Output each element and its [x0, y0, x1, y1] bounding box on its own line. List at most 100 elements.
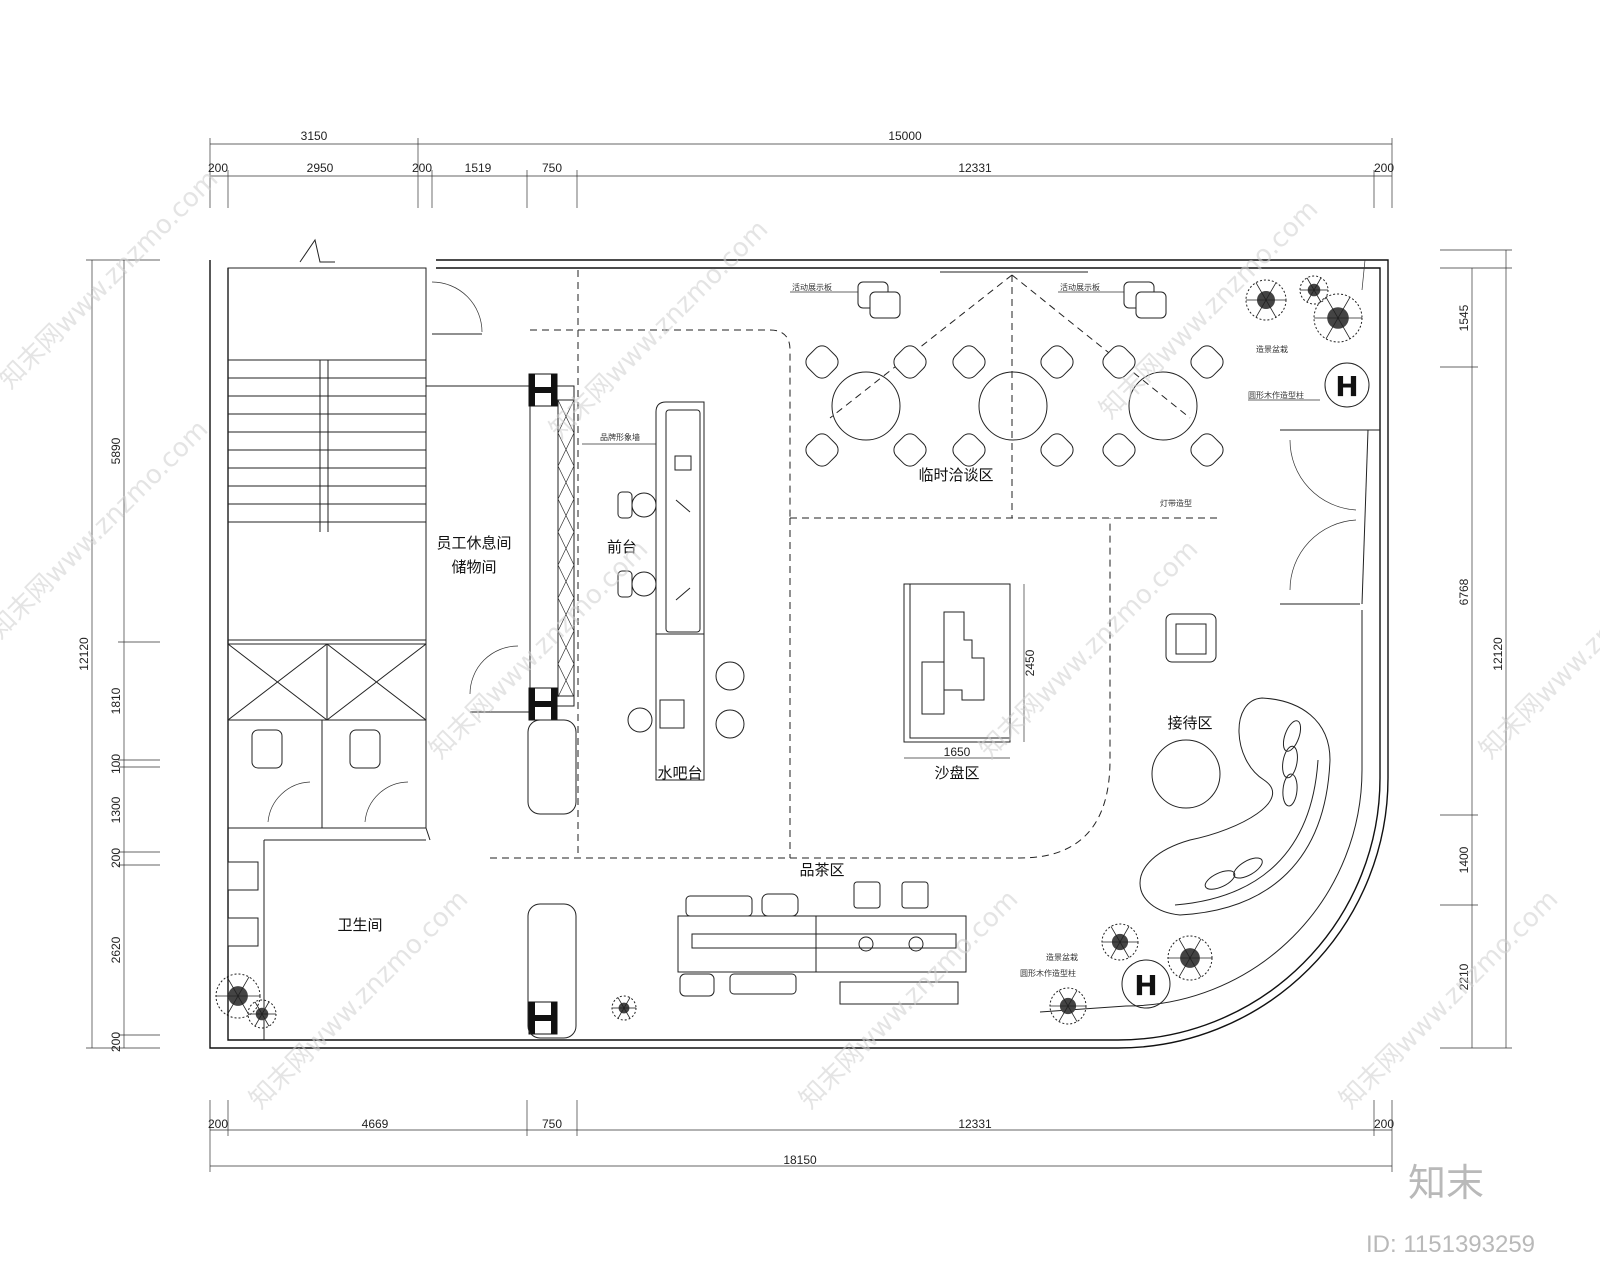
dim-left-5: 200	[109, 848, 123, 868]
dim-left-6: 2620	[109, 936, 123, 963]
sink-icon	[227, 917, 259, 947]
chair-icon	[952, 433, 986, 467]
label-sandtable: 沙盘区	[934, 764, 979, 782]
note-ad-board-1: 活动展示板	[792, 282, 832, 292]
chair-icon	[805, 345, 839, 379]
stool-icon	[853, 881, 881, 909]
logo-column	[1324, 362, 1370, 408]
chair-icon	[1190, 433, 1224, 467]
dim-top-inner-2: 2950	[307, 161, 334, 175]
structural-columns	[528, 373, 558, 1035]
plant-icon	[1101, 923, 1139, 961]
front-desk-counter	[582, 401, 745, 781]
note-curved-wall-1: 圆形木作造型柱	[1248, 390, 1304, 400]
chair-icon	[893, 345, 927, 379]
dim-right-4: 2210	[1457, 963, 1471, 990]
chair-icon	[729, 973, 797, 995]
dim-top-inner-5: 750	[542, 161, 562, 175]
logo-column	[1121, 959, 1171, 1009]
chair-icon	[679, 973, 715, 997]
label-restroom: 卫生间	[337, 916, 382, 934]
chair-icon	[893, 433, 927, 467]
note-curved-wall-2: 圆形木作造型柱	[1020, 968, 1076, 978]
elevator-shaft	[227, 643, 427, 721]
monitor-icon	[674, 455, 692, 471]
chair-icon	[1040, 433, 1074, 467]
dim-left-2: 1810	[109, 687, 123, 714]
chair-icon	[631, 571, 657, 597]
toilet-icon	[349, 729, 381, 769]
dim-left-1: 5890	[109, 437, 123, 464]
outer-walls	[209, 238, 1389, 1049]
dim-left-total: 12120	[77, 637, 91, 671]
plant-icon	[1167, 935, 1213, 981]
dim-top-inner-3: 200	[412, 161, 432, 175]
column-mark-icon: H	[1134, 969, 1157, 1002]
dim-bottom-3: 750	[542, 1117, 562, 1131]
staircase	[227, 267, 427, 641]
round-table	[805, 345, 927, 467]
armchair-icon	[1165, 613, 1217, 663]
chair-icon	[761, 893, 799, 917]
plant-icon	[247, 999, 277, 1029]
chair-icon	[952, 345, 986, 379]
dim-table-width: 1650	[944, 745, 971, 759]
dim-top-outer-2: 15000	[888, 129, 922, 143]
coffee-table	[1151, 739, 1221, 809]
chair-icon	[685, 895, 753, 917]
corridor-post	[527, 903, 577, 1039]
dim-top-inner-1: 200	[208, 161, 228, 175]
dim-left-7: 200	[109, 1032, 123, 1052]
round-table	[1102, 345, 1224, 467]
bar-stool	[715, 661, 745, 691]
note-light-strip: 灯带造型	[1160, 498, 1192, 508]
image-id: ID: 1151393259	[1366, 1231, 1535, 1258]
dim-bottom-total: 18150	[783, 1153, 817, 1167]
tea-cup-icon	[908, 936, 924, 952]
label-tea-area: 品茶区	[799, 861, 844, 879]
display-board	[869, 291, 901, 319]
chair-icon	[1190, 345, 1224, 379]
chair-icon	[631, 492, 657, 518]
bench-icon	[839, 981, 959, 1005]
dimension-lines: 3150 15000 200 2950 200 1519 750 12331 2…	[77, 129, 1512, 1172]
zone-outlines	[490, 270, 1220, 859]
watermark-text: 知末网www.znzmo.com	[0, 414, 214, 645]
chair-icon	[1040, 345, 1074, 379]
watermark-text: 知末网www.znzmo.com	[1334, 884, 1565, 1115]
dim-bottom-1: 200	[208, 1117, 228, 1131]
negotiation-tables	[805, 345, 1224, 467]
note-ad-board-2: 活动展示板	[1060, 282, 1100, 292]
dim-right-1: 1545	[1457, 304, 1471, 331]
brand-logo: 知末	[1408, 1161, 1484, 1205]
plant-icons	[215, 275, 1363, 1029]
chair-icon	[1102, 345, 1136, 379]
tea-table	[677, 881, 967, 1005]
annotations: 活动展示板 活动展示板 品牌形象墙 灯带造型 造景盆栽 圆形木作造型柱 造景盆栽…	[600, 282, 1320, 978]
label-reception: 接待区	[1167, 714, 1212, 732]
plant-icon	[1299, 275, 1329, 305]
dim-right-3: 1400	[1457, 846, 1471, 873]
counter-item	[659, 699, 685, 729]
plant-icon	[215, 973, 261, 1019]
dim-top-inner-6: 12331	[958, 161, 992, 175]
chair-icon	[627, 707, 653, 733]
column-mark-icon: H	[1335, 370, 1358, 403]
dim-bottom-5: 200	[1374, 1117, 1394, 1131]
dim-right-total: 12120	[1491, 637, 1505, 671]
plant-icon	[1049, 987, 1087, 1025]
dim-left-3: 100	[109, 754, 123, 774]
tea-cup-icon	[858, 936, 874, 952]
plant-icon	[611, 995, 637, 1021]
plant-icon	[1313, 293, 1363, 343]
sand-table: 1650 2450	[903, 583, 1037, 759]
chair-icon	[805, 433, 839, 467]
label-storage: 储物间	[451, 558, 496, 576]
label-staff-rest: 员工休息间	[436, 534, 511, 552]
label-negotiation: 临时洽谈区	[918, 466, 993, 484]
stool-icon	[901, 881, 929, 909]
dim-top-inner-7: 200	[1374, 161, 1394, 175]
chair-icon	[1102, 433, 1136, 467]
room-labels: 员工休息间 储物间 前台 水吧台 临时洽谈区 沙盘区 接待区 品茶区 卫生间	[337, 466, 1212, 934]
